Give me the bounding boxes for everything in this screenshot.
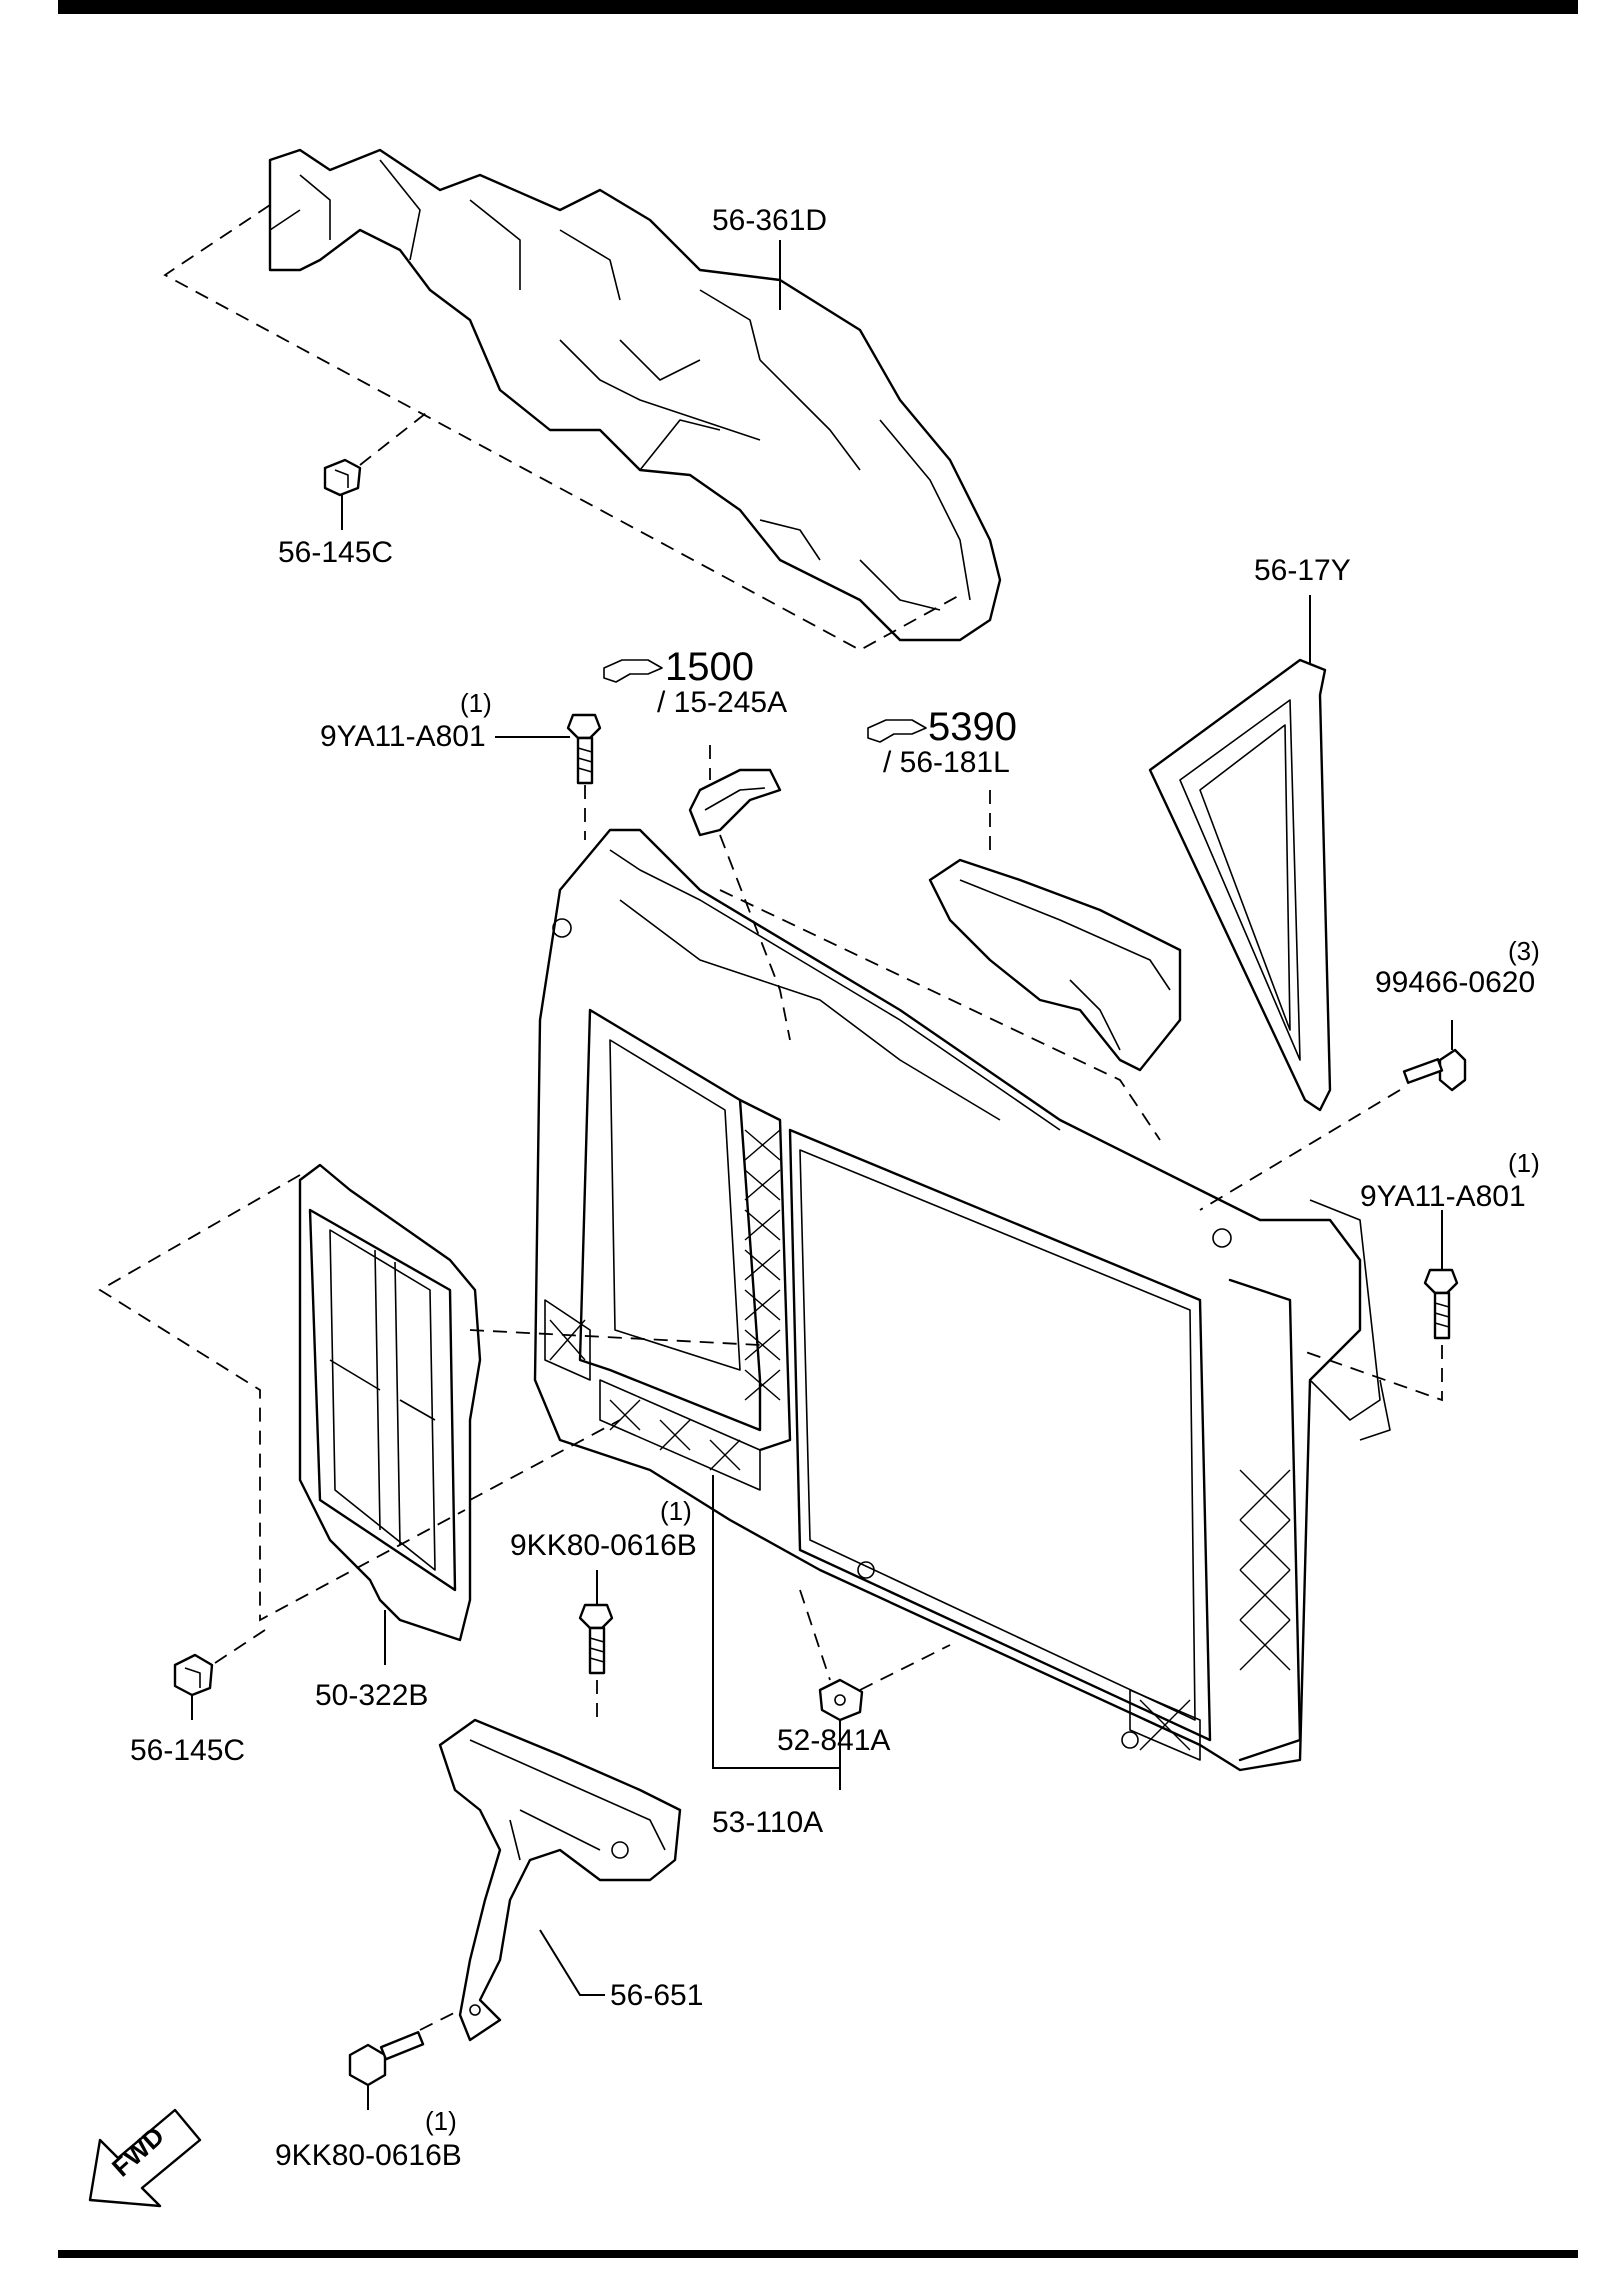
callout-bolt-bracket-lower: (1) 9KK80-0616B xyxy=(275,2106,462,2172)
callout-support-bracket: 56-651 xyxy=(610,1979,703,2012)
bottom-border-bar xyxy=(58,2250,1578,2258)
top-border-bar xyxy=(58,0,1578,14)
upper-shroud-datum-plane xyxy=(163,204,961,652)
forward-arrow-icon xyxy=(88,2108,202,2208)
bolt-right-lower xyxy=(1299,1210,1459,1402)
svg-text:/ 15-245A: / 15-245A xyxy=(657,686,787,719)
hand-pointer-icon xyxy=(603,659,663,683)
svg-text:/ 56-181L: / 56-181L xyxy=(883,746,1010,779)
svg-text:(1): (1) xyxy=(1508,1148,1540,1178)
svg-text:5390: 5390 xyxy=(928,705,1017,749)
clip-upper xyxy=(323,409,431,530)
bolt-bracket-upper xyxy=(578,1570,614,1720)
upper-shroud-part xyxy=(268,148,1002,642)
svg-text:9KK80-0616B: 9KK80-0616B xyxy=(510,1529,697,1562)
svg-text:(1): (1) xyxy=(460,688,492,718)
callout-cage-nut: 52-841A xyxy=(777,1724,890,1757)
hand-pointer-icon xyxy=(867,719,927,743)
callout-bolt-right-middle: (3) 99466-0620 xyxy=(1375,936,1540,999)
callout-bolt-right-lower: (1) 9YA11-A801 xyxy=(1360,1148,1540,1213)
deflector-part xyxy=(1148,658,1332,1112)
callout-side-shield: 50-322B xyxy=(315,1679,428,1712)
cage-nut xyxy=(799,1589,951,1722)
side-shield-datum-plane xyxy=(98,1174,466,1622)
svg-text:9KK80-0616B: 9KK80-0616B xyxy=(275,2139,462,2172)
air-duct-small-part xyxy=(688,768,782,837)
duct-small-drop-line xyxy=(709,745,791,1041)
seal-datum-line xyxy=(719,889,1161,1141)
radiator-support-leader xyxy=(712,1475,841,1790)
support-bracket-part xyxy=(438,1718,682,2042)
bolt-upper-left xyxy=(495,713,602,840)
svg-text:(1): (1) xyxy=(425,2106,457,2136)
side-shield-part xyxy=(298,1163,482,1642)
callout-bolt-bracket-upper: (1) 9KK80-0616B xyxy=(510,1496,697,1562)
svg-text:99466-0620: 99466-0620 xyxy=(1375,966,1535,999)
svg-text:(1): (1) xyxy=(660,1496,692,1526)
callout-clip-lower: 56-145C xyxy=(130,1734,245,1767)
svg-text:(3): (3) xyxy=(1508,936,1540,966)
clip-lower xyxy=(173,1629,266,1720)
callout-bolt-upper-left: (1) 9YA11-A801 xyxy=(320,688,492,753)
side-shield-link-lower xyxy=(469,1419,621,1501)
callout-radiator-support: 53-110A xyxy=(712,1806,823,1839)
svg-text:9YA11-A801: 9YA11-A801 xyxy=(320,720,486,753)
svg-text:1500: 1500 xyxy=(665,645,754,689)
radiator-support-part xyxy=(533,828,1391,1772)
bolt-bracket-lower xyxy=(348,2004,471,2110)
side-shield-link-upper xyxy=(469,1329,761,1346)
callout-deflector: 56-17Y xyxy=(1254,554,1351,587)
support-bracket-leader xyxy=(539,1929,605,1996)
callout-upper-shroud: 56-361D xyxy=(712,204,827,237)
callout-air-duct: 1500 / 15-245A xyxy=(603,645,787,719)
bolt-right-middle xyxy=(1199,1020,1467,1211)
seal-part xyxy=(928,858,1182,1072)
forward-arrow: FWD xyxy=(88,2108,202,2208)
callout-seal: 5390 / 56-181L xyxy=(867,705,1017,779)
callout-clip-upper: 56-145C xyxy=(278,536,393,569)
svg-text:9YA11-A801: 9YA11-A801 xyxy=(1360,1180,1526,1213)
